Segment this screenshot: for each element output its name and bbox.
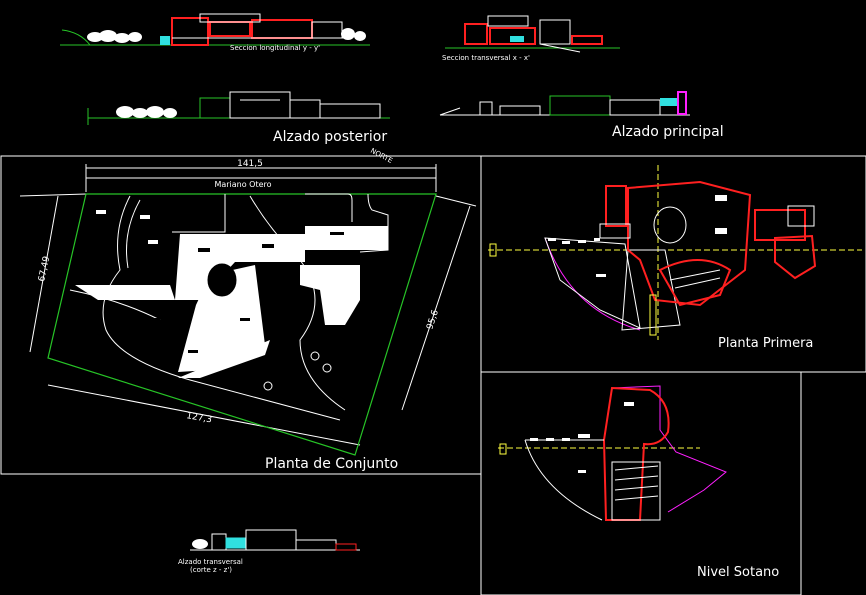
label-alzado-transversal: Alzado transversal bbox=[178, 558, 243, 566]
label-nivel-sotano: Nivel Sotano bbox=[697, 565, 779, 580]
alzado-principal-drawing bbox=[439, 91, 690, 116]
dimension-left: 67,49 bbox=[37, 255, 52, 283]
label-street-mariano-otero: Mariano Otero bbox=[214, 180, 271, 189]
seccion-transversal-drawing bbox=[445, 15, 620, 53]
dimension-top: 141,5 bbox=[237, 159, 263, 169]
planta-primera-drawing bbox=[488, 165, 862, 340]
label-planta-primera: Planta Primera bbox=[718, 336, 813, 351]
label-seccion-transversal: Seccion transversal x - x' bbox=[442, 54, 530, 62]
dimension-bottom: 127,3 bbox=[185, 411, 212, 425]
label-alzado-principal: Alzado principal bbox=[612, 124, 724, 140]
nivel-sotano-drawing bbox=[498, 385, 727, 521]
planta-conjunto-drawing bbox=[19, 164, 477, 456]
label-corte-z: (corte z - z') bbox=[190, 566, 232, 574]
frame-nivel-sotano[interactable] bbox=[480, 371, 802, 595]
alzado-posterior-drawing bbox=[87, 91, 390, 125]
label-planta-conjunto: Planta de Conjunto bbox=[265, 456, 398, 472]
viewport-frames bbox=[0, 155, 866, 595]
dimension-right: 95,6 bbox=[425, 309, 441, 331]
alzado-transversal-drawing bbox=[190, 529, 360, 551]
seccion-longitudinal-drawing bbox=[60, 13, 370, 46]
label-seccion-longitudinal: Seccion longitudinal y - y' bbox=[230, 44, 320, 52]
label-alzado-posterior: Alzado posterior bbox=[273, 129, 387, 145]
